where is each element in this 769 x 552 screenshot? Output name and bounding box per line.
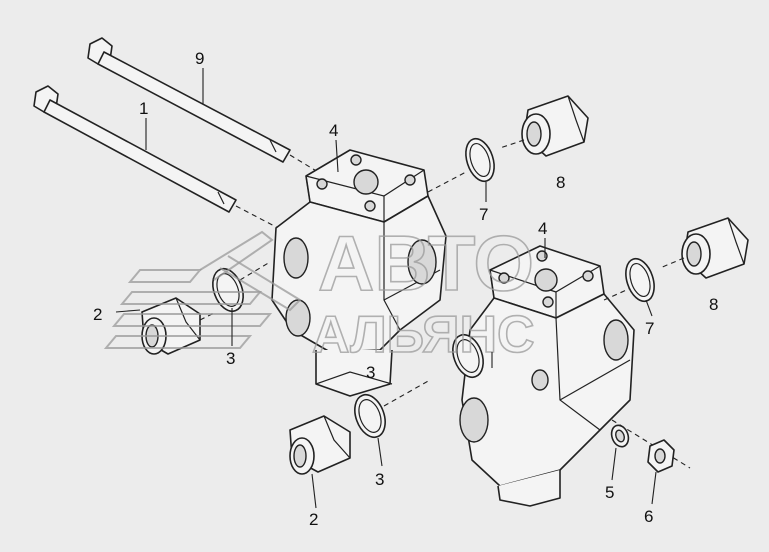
fitting-8-right	[659, 217, 749, 279]
bolt-9	[87, 37, 319, 173]
watermark-line2: АЛЬЯНС	[312, 306, 535, 364]
leader-lines	[115, 68, 657, 509]
callout-3-lower: 3	[375, 470, 384, 489]
nut-6	[647, 439, 675, 473]
callout-4-lower: 4	[538, 219, 547, 238]
callout-6: 6	[644, 507, 653, 526]
watermark-line1: АВТО	[318, 219, 534, 307]
o-ring-3-lower	[354, 379, 431, 439]
callout-9: 9	[195, 49, 204, 68]
callout-2-lower: 2	[309, 510, 318, 529]
callout-7-upper: 7	[479, 205, 488, 224]
washer-5	[610, 424, 630, 448]
callout-3-left: 3	[226, 349, 235, 368]
fitting-2-lower	[289, 415, 351, 475]
callout-8-right: 8	[709, 295, 718, 314]
o-ring-7-right	[625, 257, 655, 303]
callout-2-left: 2	[93, 305, 102, 324]
valve-body-right	[459, 245, 691, 507]
watermark-logo	[103, 230, 302, 349]
o-ring-7-upper	[465, 137, 495, 183]
callout-4-upper: 4	[329, 121, 338, 140]
bolt-1	[33, 85, 283, 231]
callout-8-upper: 8	[556, 173, 565, 192]
callout-1: 1	[139, 99, 148, 118]
o-ring-3-left	[212, 261, 271, 313]
callout-3-middle: 3	[366, 363, 375, 382]
callout-5: 5	[605, 483, 614, 502]
o-ring-3-middle	[452, 333, 484, 379]
callout-7-right: 7	[645, 319, 654, 338]
fitting-8-upper	[499, 95, 589, 157]
valve-body-left	[271, 149, 467, 397]
